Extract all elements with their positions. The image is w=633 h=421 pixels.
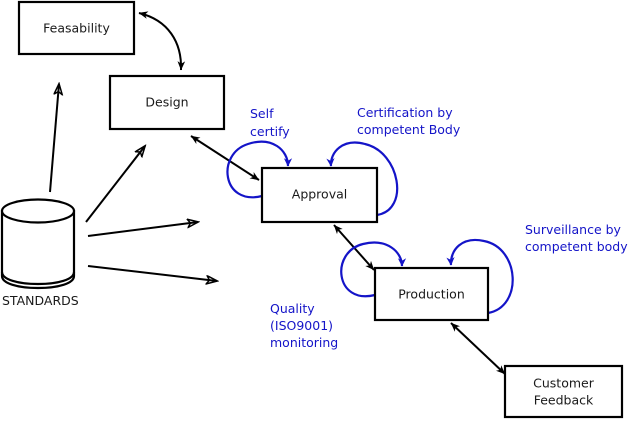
loop-approval-certification bbox=[326, 141, 399, 217]
annotation-surveillance-by-competent-body: Surveillance by competent body bbox=[525, 222, 628, 254]
annotation-line-2: certify bbox=[250, 124, 290, 139]
cylinder-top bbox=[0, 198, 76, 224]
annotation-certification-by-competent-body: Certification by competent Body bbox=[357, 105, 461, 137]
node-label: Feasability bbox=[43, 21, 110, 36]
loop-line bbox=[226, 140, 293, 199]
loop-line bbox=[446, 238, 514, 315]
loop-production-quality bbox=[340, 241, 407, 298]
node-customer-feedback[interactable]: Customer Feedback bbox=[503, 364, 624, 419]
connector-standards-approval bbox=[87, 222, 198, 237]
connector-line bbox=[87, 265, 217, 281]
node-approval[interactable]: Approval bbox=[260, 166, 379, 224]
node-label: Production bbox=[398, 287, 465, 302]
node-design[interactable]: Design bbox=[108, 74, 226, 131]
node-box[interactable] bbox=[503, 364, 624, 419]
connector-line bbox=[190, 135, 260, 181]
loop-production-surveillance bbox=[446, 238, 514, 315]
annotation-line-2: (ISO9001) bbox=[270, 318, 333, 333]
connector-design-approval bbox=[190, 135, 260, 181]
connector-line bbox=[49, 84, 59, 193]
connector-standards-feasability bbox=[49, 84, 59, 193]
annotation-line-1: Quality bbox=[270, 301, 315, 316]
connector-line bbox=[85, 146, 145, 223]
node-label: Design bbox=[145, 95, 188, 110]
datastore-standards: STANDARDS bbox=[0, 198, 79, 308]
annotation-line-3: monitoring bbox=[270, 335, 338, 350]
connector-line bbox=[87, 222, 198, 237]
node-production[interactable]: Production bbox=[373, 266, 490, 322]
node-label-line-1: Customer bbox=[533, 376, 595, 391]
annotation-self-certify: Self certify bbox=[250, 106, 290, 139]
node-label: Approval bbox=[292, 187, 347, 202]
node-box[interactable] bbox=[17, 0, 136, 56]
loop-line bbox=[340, 241, 407, 298]
node-box[interactable] bbox=[373, 266, 490, 322]
connector-line bbox=[138, 11, 186, 71]
cylinder-bottom-line bbox=[0, 271, 76, 286]
connector-standards-design bbox=[85, 146, 145, 223]
annotation-line-1: Certification by bbox=[357, 105, 453, 120]
cylinder-body bbox=[0, 209, 76, 290]
connector-feasability-design bbox=[138, 11, 186, 71]
datastore-label: STANDARDS bbox=[2, 293, 79, 308]
node-feasability[interactable]: Feasability bbox=[17, 0, 136, 56]
connector-standards-production bbox=[87, 265, 217, 281]
loop-approval-self-certify bbox=[226, 140, 293, 199]
loop-line bbox=[326, 141, 399, 217]
connector-production-customer-feedback bbox=[450, 322, 506, 375]
node-box[interactable] bbox=[260, 166, 379, 224]
annotation-line-2: competent body bbox=[525, 239, 628, 254]
node-box[interactable] bbox=[108, 74, 226, 131]
annotation-line-1: Surveillance by bbox=[525, 222, 622, 237]
annotation-line-1: Self bbox=[250, 106, 274, 121]
annotation-quality-iso9001-monitoring: Quality (ISO9001) monitoring bbox=[270, 301, 338, 350]
connector-line bbox=[450, 322, 506, 375]
annotation-line-2: competent Body bbox=[357, 122, 461, 137]
node-label-line-2: Feedback bbox=[534, 393, 594, 408]
